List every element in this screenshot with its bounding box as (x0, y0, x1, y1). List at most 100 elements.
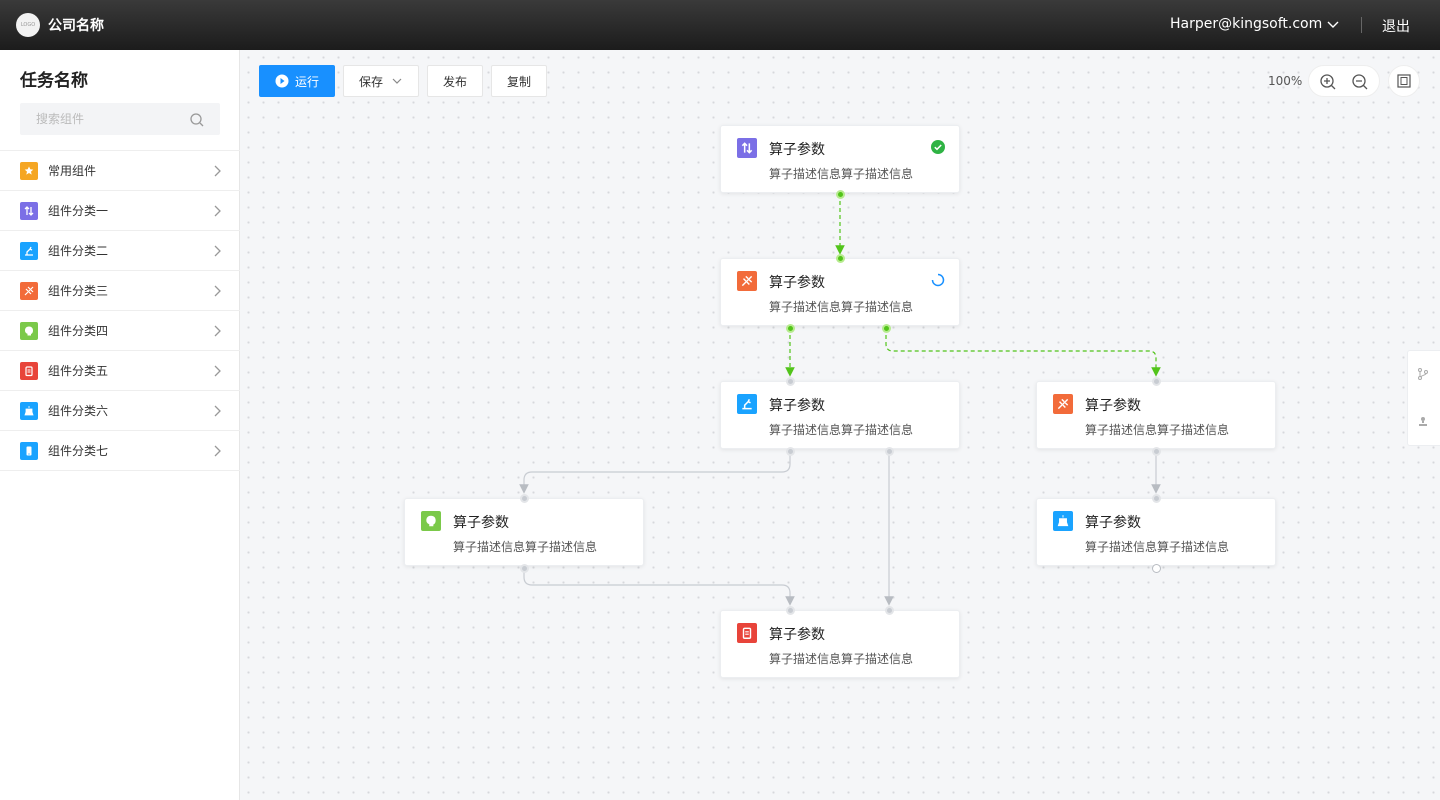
phone-icon (20, 441, 38, 460)
operator-node-5[interactable]: 算子参数 算子描述信息算子描述信息 (404, 498, 644, 566)
input-port[interactable] (786, 606, 795, 615)
category-label: 组件分类七 (48, 444, 109, 458)
clipboard-icon (737, 623, 757, 643)
copy-label: 复制 (506, 74, 531, 89)
stamp-icon[interactable] (1416, 415, 1430, 433)
play-icon (275, 74, 289, 88)
node-title: 算子参数 (1085, 515, 1141, 531)
robot-arm-icon (20, 241, 38, 260)
branch-icon[interactable] (1416, 367, 1430, 385)
zoom-controls (1308, 65, 1380, 97)
output-port[interactable] (520, 564, 529, 573)
publish-label: 发布 (442, 74, 467, 89)
chevron-right-icon (213, 205, 223, 221)
category-item-3[interactable]: 组件分类三 (0, 271, 240, 311)
category-item-4[interactable]: 组件分类四 (0, 311, 240, 351)
chevron-right-icon (213, 325, 223, 341)
sort-arrows-icon (20, 201, 38, 220)
output-port[interactable] (882, 324, 891, 333)
operator-node-2[interactable]: 算子参数 算子描述信息算子描述信息 (720, 258, 960, 326)
run-button[interactable]: 运行 (259, 65, 335, 97)
chevron-down-icon (392, 78, 402, 84)
node-description: 算子描述信息算子描述信息 (769, 652, 914, 666)
logout-button[interactable]: 退出 (1382, 19, 1410, 35)
category-item-5[interactable]: 组件分类五 (0, 351, 240, 391)
output-port[interactable] (1152, 564, 1161, 573)
output-port[interactable] (786, 447, 795, 456)
input-port[interactable] (1152, 494, 1161, 503)
chevron-right-icon (213, 365, 223, 381)
star-folder-icon (20, 161, 38, 180)
user-email[interactable]: Harper@kingsoft.com (1170, 16, 1323, 32)
component-sidebar: 任务名称 常用组件 组件分类一 组件分类二 (0, 50, 240, 800)
category-item-6[interactable]: 组件分类六 (0, 391, 240, 431)
category-label: 组件分类一 (48, 204, 109, 218)
search-input[interactable] (20, 103, 220, 135)
operator-node-1[interactable]: 算子参数 算子描述信息算子描述信息 (720, 125, 960, 193)
input-port[interactable] (520, 494, 529, 503)
dna-icon (20, 281, 38, 300)
search-icon[interactable] (189, 112, 205, 132)
input-port[interactable] (786, 377, 795, 386)
operator-node-6[interactable]: 算子参数 算子描述信息算子描述信息 (1036, 498, 1276, 566)
output-port[interactable] (836, 190, 845, 199)
category-label: 组件分类三 (48, 284, 109, 298)
category-label: 组件分类四 (48, 324, 109, 338)
dna-icon (1053, 394, 1073, 414)
output-port[interactable] (786, 324, 795, 333)
robot-arm-icon (737, 394, 757, 414)
chevron-right-icon (213, 285, 223, 301)
save-button[interactable]: 保存 (343, 65, 419, 97)
operator-node-4[interactable]: 算子参数 算子描述信息算子描述信息 (1036, 381, 1276, 449)
node-description: 算子描述信息算子描述信息 (1085, 423, 1230, 437)
category-list: 常用组件 组件分类一 组件分类二 组件分类三 (0, 150, 240, 471)
input-port[interactable] (836, 254, 845, 263)
node-description: 算子描述信息算子描述信息 (769, 300, 914, 314)
brain-icon (421, 511, 441, 531)
category-item-2[interactable]: 组件分类二 (0, 231, 240, 271)
category-label: 组件分类二 (48, 244, 109, 258)
input-port[interactable] (885, 606, 894, 615)
zoom-out-icon[interactable] (1351, 73, 1369, 95)
chevron-right-icon (213, 165, 223, 181)
side-tool-panel (1407, 350, 1440, 446)
node-description: 算子描述信息算子描述信息 (769, 167, 914, 181)
category-item-common[interactable]: 常用组件 (0, 151, 240, 191)
dna-icon (737, 271, 757, 291)
input-port[interactable] (1152, 377, 1161, 386)
zoom-level: 100% (1268, 74, 1303, 88)
category-label: 组件分类五 (48, 364, 109, 378)
node-title: 算子参数 (453, 515, 509, 531)
robot-icon (1053, 511, 1073, 531)
node-title: 算子参数 (769, 627, 825, 643)
chevron-down-icon[interactable] (1326, 18, 1340, 36)
node-description: 算子描述信息算子描述信息 (1085, 540, 1230, 554)
component-search (20, 103, 220, 135)
top-header: LOGO 公司名称 Harper@kingsoft.com 退出 (0, 0, 1440, 50)
node-title: 算子参数 (769, 398, 825, 414)
chevron-right-icon (213, 445, 223, 461)
clipboard-icon (20, 361, 38, 380)
category-item-7[interactable]: 组件分类七 (0, 431, 240, 471)
node-title: 算子参数 (769, 275, 825, 291)
zoom-in-icon[interactable] (1319, 73, 1337, 95)
operator-node-3[interactable]: 算子参数 算子描述信息算子描述信息 (720, 381, 960, 449)
chevron-right-icon (213, 405, 223, 421)
task-title: 任务名称 (20, 71, 88, 91)
sort-arrows-icon (737, 138, 757, 158)
run-label: 运行 (294, 74, 319, 89)
company-logo: LOGO (16, 13, 40, 37)
node-title: 算子参数 (769, 142, 825, 158)
publish-button[interactable]: 发布 (427, 65, 483, 97)
operator-node-7[interactable]: 算子参数 算子描述信息算子描述信息 (720, 610, 960, 678)
category-item-1[interactable]: 组件分类一 (0, 191, 240, 231)
robot-icon (20, 401, 38, 420)
chevron-right-icon (213, 245, 223, 261)
category-label: 组件分类六 (48, 404, 109, 418)
copy-button[interactable]: 复制 (491, 65, 547, 97)
fit-view-button[interactable] (1388, 65, 1420, 97)
fit-screen-icon (1397, 74, 1411, 88)
output-port[interactable] (885, 447, 894, 456)
success-check-icon (931, 140, 945, 158)
output-port[interactable] (1152, 447, 1161, 456)
